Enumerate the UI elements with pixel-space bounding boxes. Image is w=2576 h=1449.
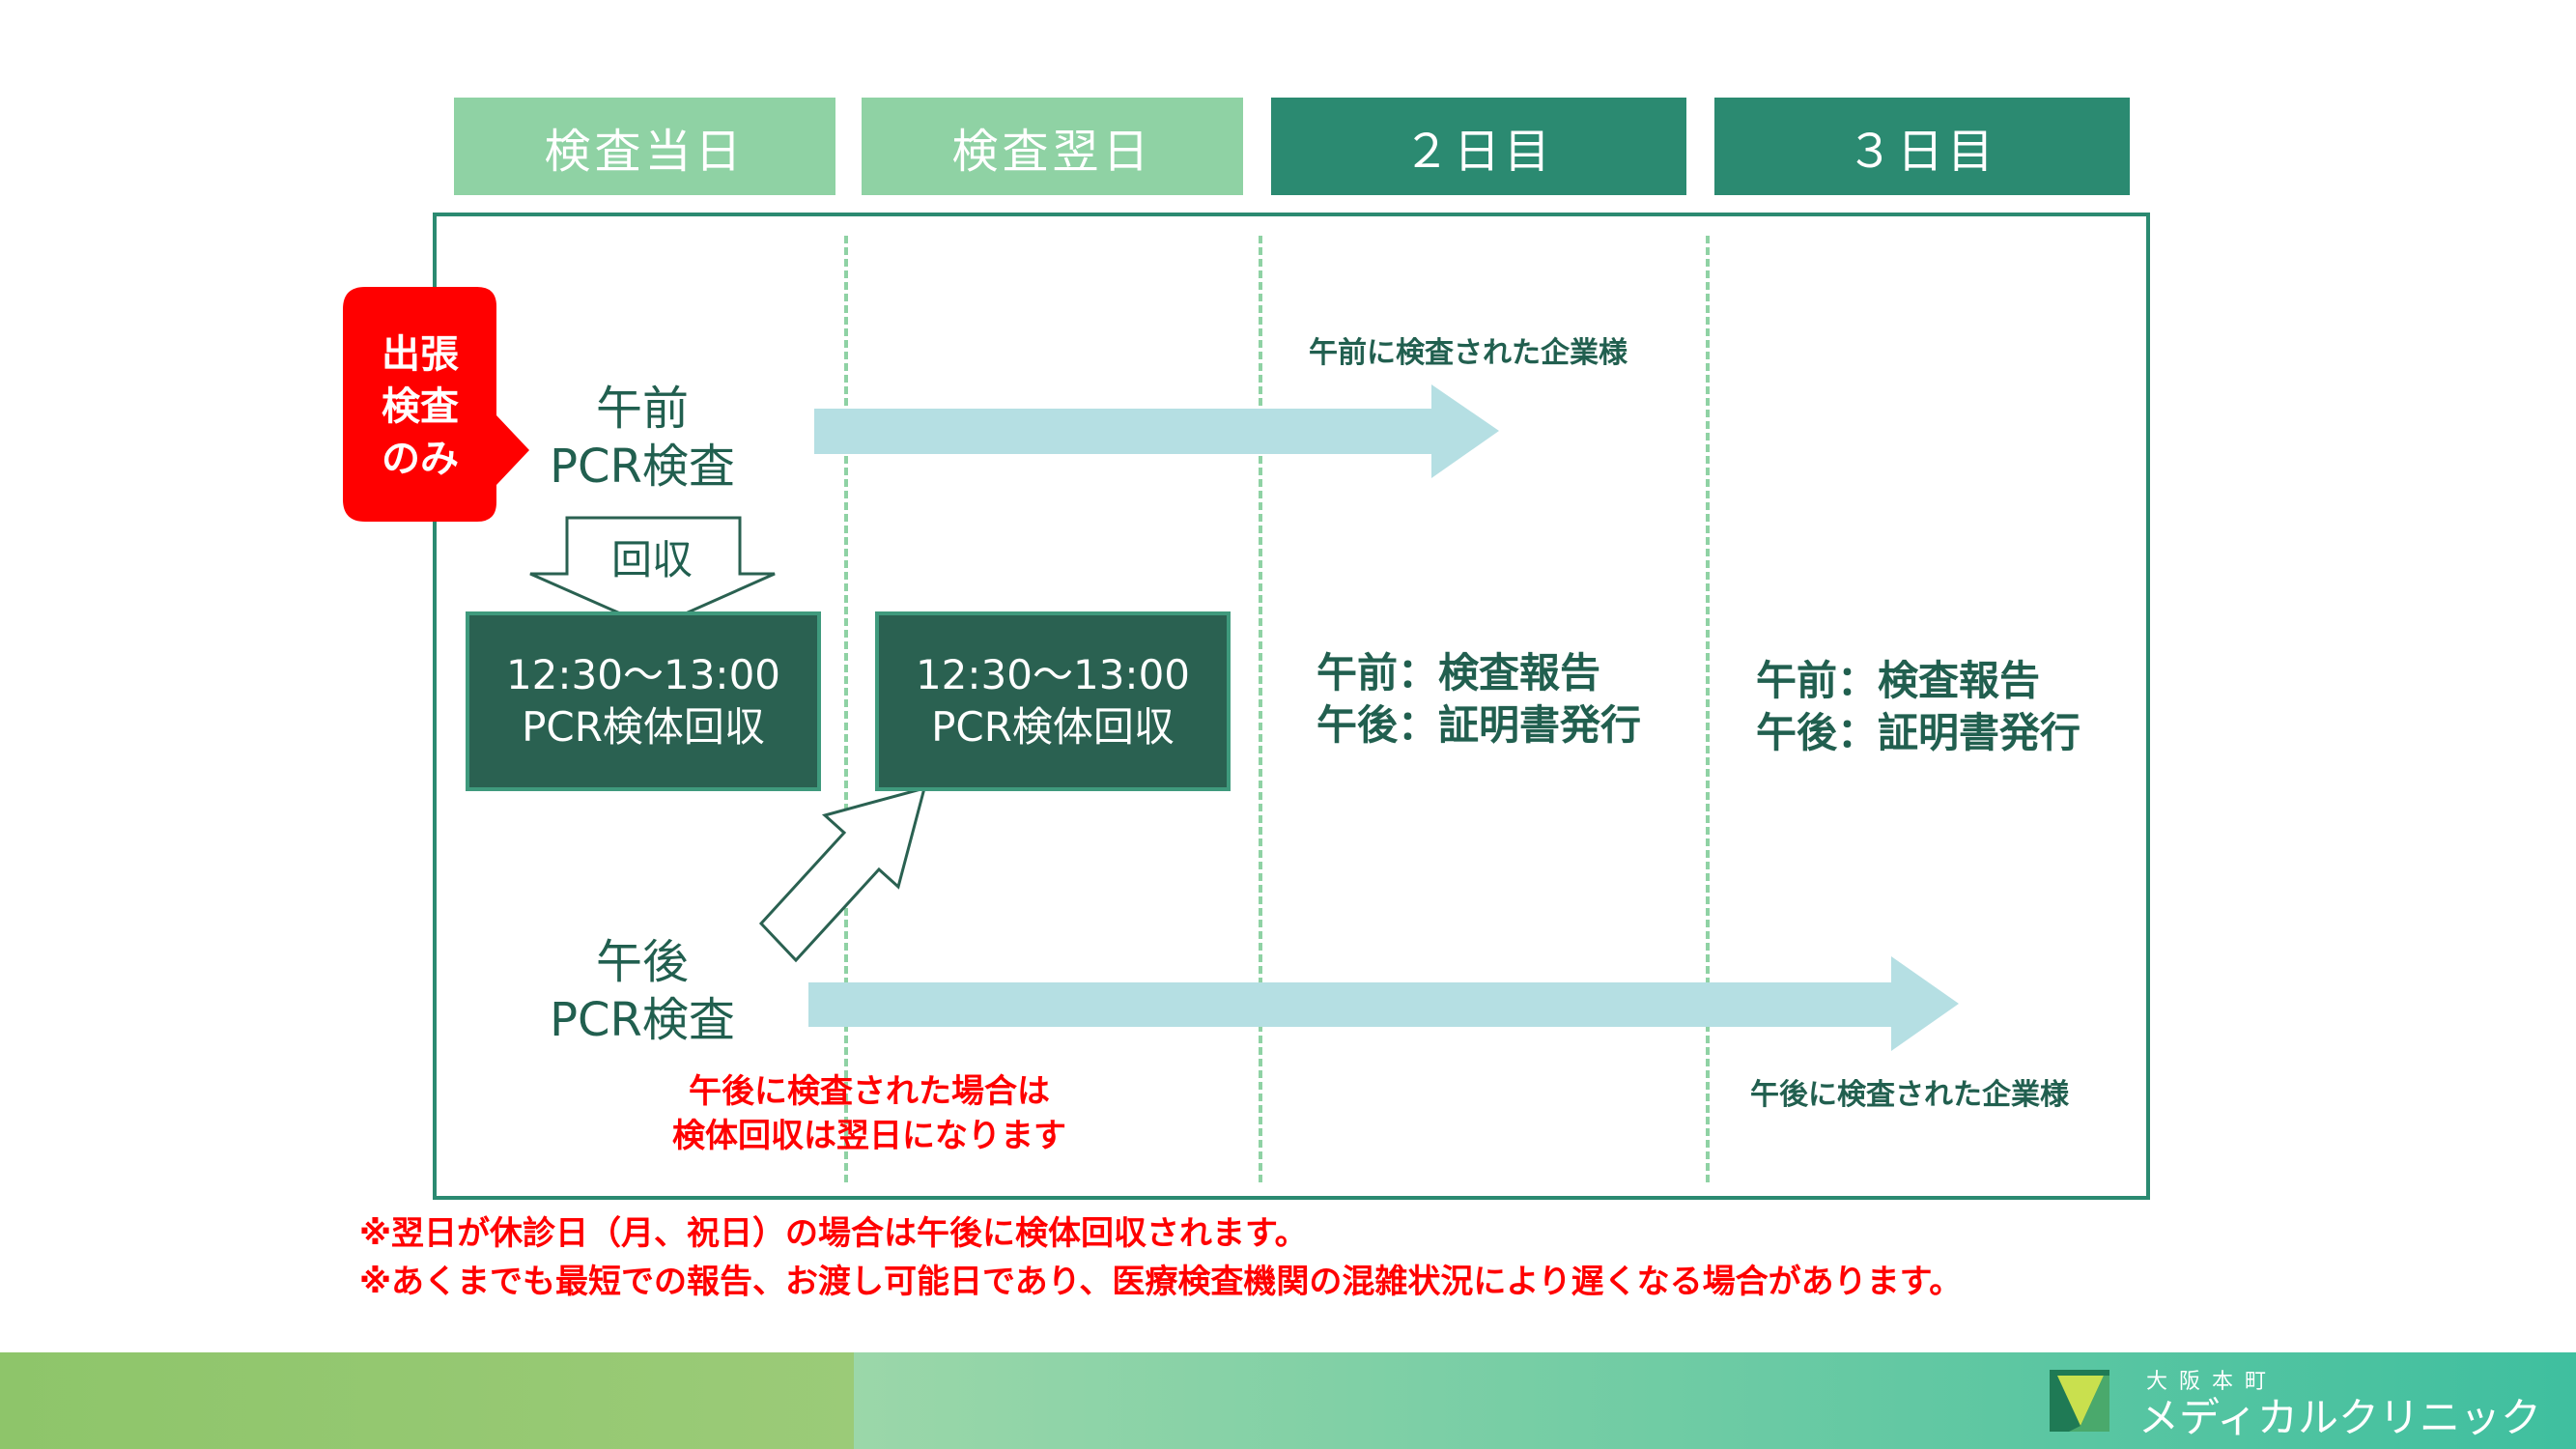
diagonal-arrow <box>758 785 927 963</box>
collect-label: 回収 <box>610 536 693 583</box>
footer-right-band <box>854 1352 2576 1449</box>
footnotes: ※翌日が休診日（月、祝日）の場合は午後に検体回収されます。 ※あくまでも最短での… <box>359 1209 1962 1306</box>
day3-report-line1: 午前：検査報告 <box>1756 657 2041 704</box>
clinic-sub: 大阪本町 <box>2146 1370 2279 1394</box>
pm-notice-line1: 午後に検査された場合は <box>689 1072 1050 1111</box>
am-test-label: 午前 PCR検査 <box>522 380 763 496</box>
day3-report: 午前：検査報告 午後：証明書発行 <box>1756 655 2081 759</box>
day2-report-line1: 午前：検査報告 <box>1316 649 1601 696</box>
pm-label-line1: 午後 <box>595 935 689 989</box>
badge-text: 出張 検査 のみ <box>357 328 483 485</box>
badge-line-3: のみ <box>382 437 459 481</box>
header-day2: ２日目 <box>1271 98 1686 195</box>
day2-report-line2: 午後：証明書発行 <box>1316 701 1642 749</box>
day3-report-line2: 午後：証明書発行 <box>1756 709 2081 756</box>
clinic-logo-icon <box>2050 1370 2109 1432</box>
am-arrow-note: 午前に検査された企業様 <box>1309 336 1628 370</box>
footer-left-band <box>0 1352 854 1449</box>
pm-notice-line2: 検体回収は翌日になります <box>672 1117 1066 1155</box>
collection-box-day1: 12:30〜13:00 PCR検体回収 <box>875 611 1231 791</box>
box2-text: PCR検体回収 <box>931 703 1175 751</box>
am-label-line2: PCR検査 <box>550 440 735 494</box>
box1-text: PCR検体回収 <box>522 703 765 751</box>
clinic-name: メディカルクリニック <box>2138 1394 2542 1441</box>
header-day1: 検査翌日 <box>862 98 1243 195</box>
footnote-1: ※翌日が休診日（月、祝日）の場合は午後に検体回収されます。 <box>359 1214 1308 1253</box>
divider-3 <box>1706 236 1710 1182</box>
collect-down-arrow <box>529 516 776 630</box>
pm-test-label: 午後 PCR検査 <box>522 933 763 1049</box>
am-arrow <box>814 384 1499 478</box>
badge-line-2: 検査 <box>382 384 459 429</box>
header-day3: ３日目 <box>1714 98 2130 195</box>
header-day0: 検査当日 <box>454 98 835 195</box>
pm-arrow <box>808 956 1959 1051</box>
pm-notice: 午後に検査された場合は 検体回収は翌日になります <box>580 1069 1159 1158</box>
timeline-frame <box>433 213 2150 1200</box>
footnote-2: ※あくまでも最短での報告、お渡し可能日であり、医療検査機関の混雑状況により遅くな… <box>359 1263 1963 1301</box>
divider-1 <box>844 236 848 1182</box>
day2-report: 午前：検査報告 午後：証明書発行 <box>1316 647 1641 752</box>
box1-time: 12:30〜13:00 <box>505 651 781 698</box>
pm-arrow-note: 午後に検査された企業様 <box>1750 1078 2069 1112</box>
collection-box-day0: 12:30〜13:00 PCR検体回収 <box>466 611 821 791</box>
divider-2 <box>1259 236 1262 1182</box>
badge-line-1: 出張 <box>382 332 459 377</box>
pm-label-line2: PCR検査 <box>550 993 735 1047</box>
badge-bubble <box>343 287 529 522</box>
am-label-line1: 午前 <box>595 382 689 436</box>
box2-time: 12:30〜13:00 <box>915 651 1191 698</box>
